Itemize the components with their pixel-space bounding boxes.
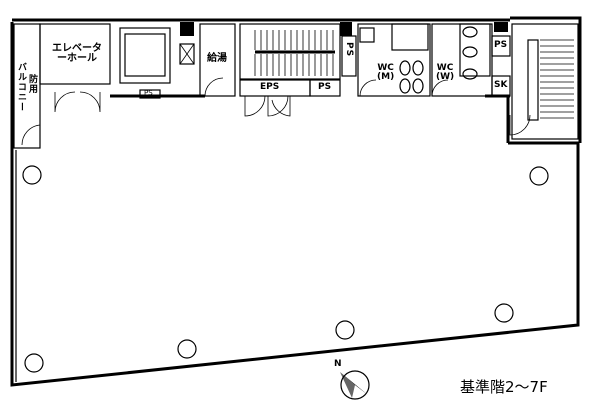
column	[335, 320, 355, 340]
column	[177, 339, 197, 359]
sk-label: SK	[494, 80, 508, 90]
elevator-car	[124, 33, 166, 77]
eps-door-1	[244, 95, 266, 117]
wc-men-label: WC (M)	[377, 63, 395, 82]
eps-door-3	[271, 96, 291, 117]
escape-stair-treads	[540, 39, 574, 119]
column	[494, 303, 514, 323]
ps-right-label: PS	[494, 40, 508, 50]
elevator-hall-room	[39, 23, 111, 85]
escape-stair	[511, 23, 579, 140]
wc-women-label: WC (W)	[436, 63, 455, 82]
ps-room-lower	[309, 79, 341, 97]
main-stair	[239, 23, 341, 80]
ps-lower-label: PS	[318, 82, 332, 92]
hall-door-right	[79, 91, 101, 113]
kitchenette-room	[199, 23, 236, 97]
column	[24, 353, 44, 373]
elevator-shaft	[119, 27, 171, 84]
eps-door-2	[267, 95, 289, 117]
kitchenette-door	[204, 77, 224, 97]
wc-women-room	[431, 23, 493, 97]
stair-shaft-block	[340, 22, 352, 36]
eps-label: EPS	[260, 82, 280, 92]
floor-title: 基準階2～7F	[460, 378, 548, 396]
north-arrow	[340, 370, 370, 400]
hall-door-left	[54, 91, 76, 113]
ps-stair-label: PS	[344, 42, 354, 58]
office-outline	[10, 22, 580, 387]
ps-right-room	[491, 35, 511, 57]
elevator-hall-label: エレベーターホール	[52, 43, 102, 64]
fire-escape-label: 防用	[27, 74, 37, 94]
ps-stair-room	[341, 35, 357, 77]
column	[22, 165, 42, 185]
duct-box	[179, 43, 195, 65]
column	[529, 166, 549, 186]
ps-small-room	[139, 89, 161, 99]
ps-small-label: PS	[144, 89, 153, 97]
balcony-label: バルコニー	[16, 62, 26, 112]
right-stair-wall	[510, 16, 582, 143]
balcony-outline	[13, 23, 41, 149]
kitchenette-label: 給湯	[207, 53, 227, 64]
stair-treads	[254, 30, 334, 76]
north-label: N	[334, 359, 342, 369]
balcony-door	[21, 124, 41, 146]
shaft-block	[180, 22, 194, 36]
